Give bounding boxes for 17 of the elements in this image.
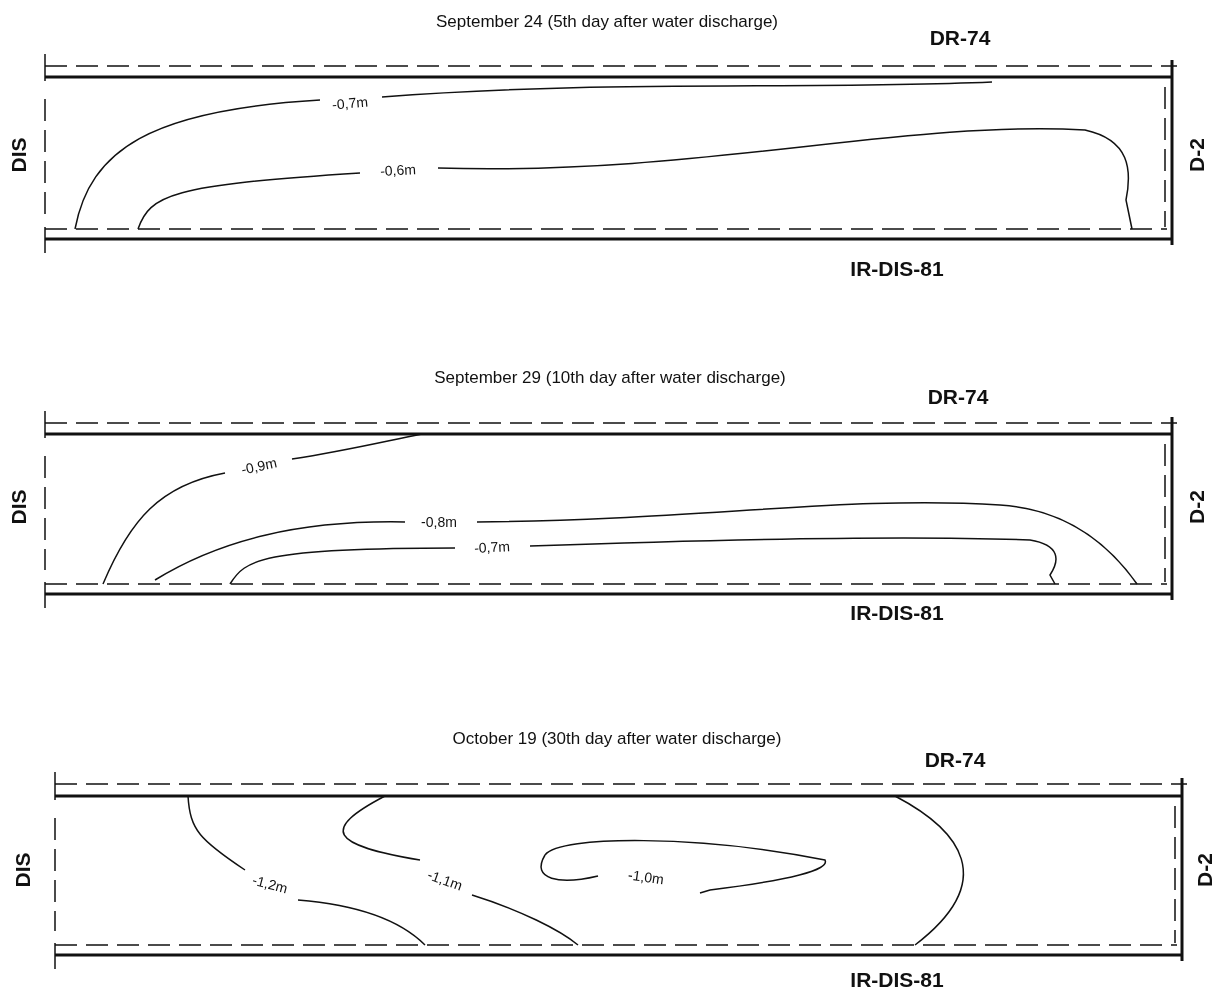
canal-label: DIS <box>7 137 29 173</box>
canal-label: D-2 <box>1185 138 1207 172</box>
canal-label: DIS <box>11 852 33 888</box>
contour-label: -0,8m <box>419 515 459 529</box>
contour-label: -0,7m <box>329 94 371 112</box>
panel-title: September 24 (5th day after water discharge) <box>435 12 779 30</box>
canal-label: IR-DIS-81 <box>850 968 944 990</box>
canal-label: D-2 <box>1193 853 1215 887</box>
canal-label: DIS <box>7 489 29 525</box>
canal-label: IR-DIS-81 <box>850 601 944 623</box>
panel-title: September 29 (10th day after water discharge) <box>434 368 786 386</box>
canal-label: D-2 <box>1185 490 1207 524</box>
panel-title: October 19 (30th day after water discharge) <box>452 729 782 747</box>
canal-label: DR-74 <box>929 26 991 48</box>
canal-label: DR-74 <box>924 748 986 770</box>
canal-label: DR-74 <box>927 385 989 407</box>
canal-label: IR-DIS-81 <box>850 257 944 279</box>
